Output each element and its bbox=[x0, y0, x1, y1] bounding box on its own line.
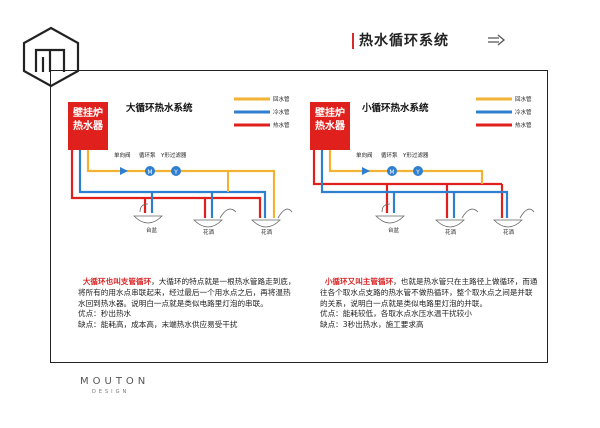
component-y-filter: Y形过滤器 bbox=[161, 153, 187, 159]
big-boiler-label: 壁挂炉热水器 bbox=[73, 108, 103, 132]
big-system-title: 大循环热水系统 bbox=[126, 103, 193, 114]
header-accent-bar bbox=[352, 33, 354, 49]
content-frame bbox=[50, 70, 548, 363]
fixture-shower-1: 花洒 bbox=[203, 230, 215, 236]
legend-return-label-2: 回水管 bbox=[515, 97, 532, 103]
big-circulation-diagram: M Y bbox=[68, 97, 293, 228]
legend-cold-label: 冷水管 bbox=[273, 110, 290, 116]
big-description: 大循环也叫支管循环，大循环的特点就是一根热水管路走到底，将所有的用水点串联起来，… bbox=[78, 277, 296, 308]
component-y-filter-2: Y形过滤器 bbox=[403, 153, 429, 159]
small-cons: 缺点：3秒出热水，施工要求高 bbox=[320, 320, 424, 329]
fixture-shower-4: 花洒 bbox=[503, 230, 515, 236]
brand-logo-icon bbox=[22, 26, 80, 88]
arrow-right-icon bbox=[488, 34, 506, 46]
component-check-valve-2: 单向阀 bbox=[356, 153, 373, 159]
component-check-valve: 单向阀 bbox=[114, 153, 131, 159]
brand-subtitle: DESIGN bbox=[92, 389, 130, 395]
boiler-box bbox=[310, 102, 350, 150]
fixture-basin: 台盆 bbox=[146, 228, 158, 234]
legend-hot-label-2: 热水管 bbox=[515, 123, 532, 129]
legend-return-label: 回水管 bbox=[273, 97, 290, 103]
fixture-basin-2: 台盆 bbox=[388, 228, 400, 234]
svg-text:Y: Y bbox=[415, 169, 420, 176]
legend bbox=[476, 97, 512, 127]
svg-text:M: M bbox=[147, 169, 152, 176]
brand-name: MOUTON bbox=[80, 376, 150, 387]
small-description: 小循环又叫主管循环，也就是热水管只在主路径上做循环，而通往各个取水点支路的热水管… bbox=[320, 277, 538, 308]
small-system-title: 小循环热水系统 bbox=[362, 103, 429, 114]
big-pros: 优点：秒出热水 bbox=[78, 309, 132, 318]
legend-cold-label-2: 冷水管 bbox=[515, 110, 532, 116]
legend bbox=[234, 97, 270, 127]
svg-text:M: M bbox=[389, 169, 394, 176]
big-cons: 缺点：能耗高，成本高，末端热水供应易受干扰 bbox=[78, 320, 238, 329]
small-pros: 优点：能耗较低，各取水点水压水温干扰较小 bbox=[320, 309, 472, 318]
legend-hot-label: 热水管 bbox=[273, 123, 290, 129]
page-title: 热水循环系统 bbox=[359, 33, 449, 49]
small-boiler-label: 壁挂炉热水器 bbox=[315, 108, 345, 132]
component-pump-2: 循环泵 bbox=[381, 153, 398, 159]
svg-text:Y: Y bbox=[173, 169, 178, 176]
fixture-shower-3: 花洒 bbox=[445, 230, 457, 236]
boiler-box bbox=[68, 102, 108, 150]
component-pump: 循环泵 bbox=[139, 153, 156, 159]
fixture-shower-2: 花洒 bbox=[261, 230, 273, 236]
small-circulation-diagram: M Y bbox=[310, 97, 535, 228]
